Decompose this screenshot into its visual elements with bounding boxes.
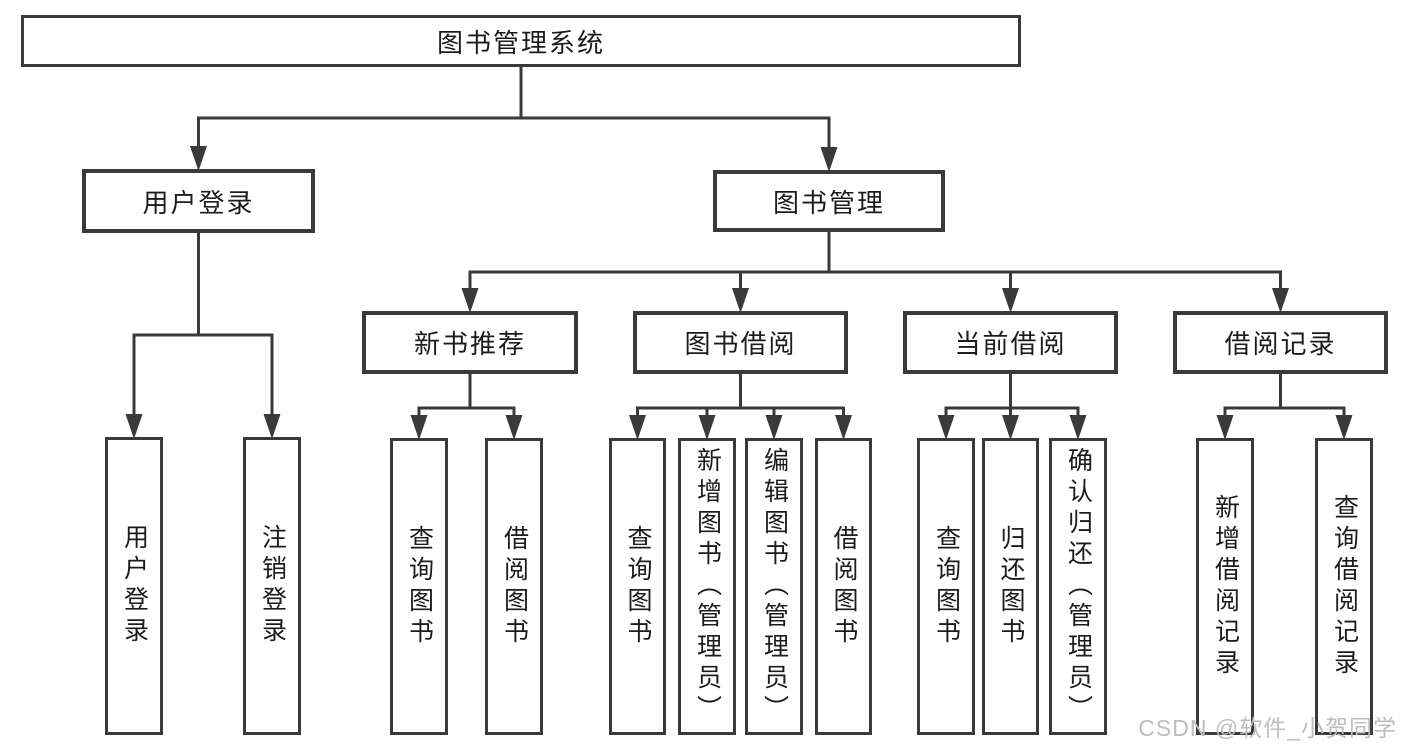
node-book-mgmt-label: 图书管理 (772, 187, 885, 218)
node-current: 当前借阅 (903, 311, 1118, 374)
node-bb-add: 新增图书（管理员） (678, 438, 736, 735)
node-bb-query: 查询图书 (609, 438, 666, 735)
node-root: 图书管理系统 (21, 15, 1021, 67)
node-cb-confirm-label: 确认归还（管理员） (1064, 447, 1093, 726)
node-br-add-label: 新增借阅记录 (1211, 493, 1240, 680)
node-book-mgmt: 图书管理 (713, 170, 945, 232)
node-current-label: 当前借阅 (954, 329, 1067, 359)
node-cb-confirm: 确认归还（管理员） (1049, 438, 1107, 735)
arrowhead-icon (820, 147, 838, 172)
arrowhead-icon (1272, 288, 1289, 313)
node-record-label: 借阅记录 (1224, 329, 1337, 359)
node-bb-query-label: 查询图书 (624, 524, 652, 649)
node-br-query: 查询借阅记录 (1315, 438, 1373, 735)
node-logout-label: 注销登录 (258, 524, 287, 648)
arrowhead-icon (835, 415, 852, 440)
watermark-text: CSDN @软件_小贺同学 (1138, 715, 1397, 741)
node-bb-add-label: 新增图书（管理员） (693, 447, 722, 726)
arrowhead-icon (937, 415, 955, 440)
arrowhead-icon (698, 415, 716, 440)
node-record: 借阅记录 (1173, 311, 1388, 374)
node-nbr-query: 查询图书 (390, 438, 448, 735)
node-bb-borrow: 借阅图书 (815, 438, 872, 735)
node-user-login-label: 用户登录 (142, 187, 255, 218)
node-borrow-label: 图书借阅 (684, 329, 797, 359)
arrowhead-icon (410, 415, 428, 440)
arrowhead-icon (125, 414, 143, 439)
node-nbr-borrow-label: 借阅图书 (500, 524, 529, 649)
node-nbr-borrow: 借阅图书 (485, 438, 543, 735)
node-logout: 注销登录 (243, 437, 301, 735)
arrowhead-icon (1335, 415, 1353, 440)
node-borrow: 图书借阅 (633, 311, 848, 374)
node-cb-query: 查询图书 (917, 438, 975, 735)
node-user-login: 用户登录 (82, 169, 315, 233)
arrowhead-icon (263, 414, 281, 439)
node-bb-borrow-label: 借阅图书 (830, 524, 858, 649)
node-bb-edit-label: 编辑图书（管理员） (760, 447, 789, 726)
node-rec: 新书推荐 (362, 311, 578, 374)
node-cb-return-label: 归还图书 (997, 524, 1025, 649)
node-br-query-label: 查询借阅记录 (1330, 493, 1359, 680)
arrowhead-icon (1216, 415, 1234, 440)
node-root-label: 图书管理系统 (436, 27, 605, 58)
arrowhead-icon (765, 415, 783, 440)
arrowhead-icon (629, 415, 646, 440)
arrowhead-icon (1002, 415, 1019, 440)
node-cb-return: 归还图书 (982, 438, 1039, 735)
node-br-add: 新增借阅记录 (1196, 438, 1254, 735)
arrowhead-icon (505, 415, 523, 440)
node-login-label: 用户登录 (120, 524, 149, 648)
arrowhead-icon (461, 288, 479, 313)
node-bb-edit: 编辑图书（管理员） (745, 438, 803, 735)
node-rec-label: 新书推荐 (413, 329, 526, 359)
node-login: 用户登录 (105, 437, 163, 735)
arrowhead-icon (1002, 288, 1019, 313)
arrowhead-icon (1069, 415, 1087, 440)
node-cb-query-label: 查询图书 (932, 524, 961, 649)
arrowhead-icon (190, 146, 207, 171)
arrowhead-icon (732, 288, 749, 313)
node-nbr-query-label: 查询图书 (405, 524, 434, 649)
